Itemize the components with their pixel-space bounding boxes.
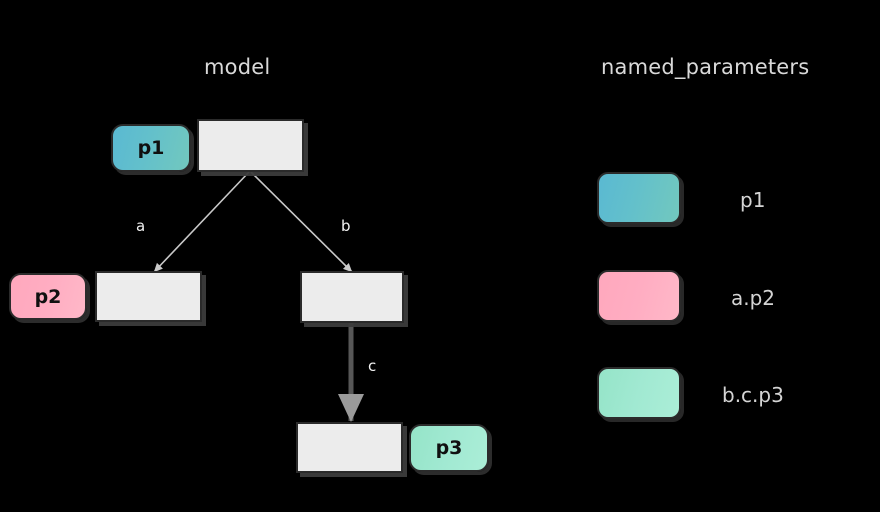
legend-swatch-b-c-p3[interactable]	[597, 367, 681, 419]
module-box-leaf[interactable]	[296, 422, 403, 473]
badge-p3[interactable]: p3	[409, 424, 489, 472]
legend-label-a-p2: a.p2	[731, 286, 776, 310]
module-box-root[interactable]	[197, 119, 304, 172]
edge-label-b: b	[341, 217, 351, 235]
edge-root-to-right	[250, 171, 353, 273]
edge-root-to-left	[153, 171, 250, 273]
legend-swatch-p1[interactable]	[597, 172, 681, 224]
badge-p2[interactable]: p2	[9, 273, 87, 320]
edge-label-a: a	[136, 217, 146, 235]
legend-label-b-c-p3: b.c.p3	[722, 383, 784, 407]
module-box-left[interactable]	[95, 271, 202, 322]
legend-swatch-a-p2[interactable]	[597, 270, 681, 322]
badge-p1[interactable]: p1	[111, 124, 191, 172]
column-title-model: model	[204, 55, 271, 79]
module-box-right[interactable]	[300, 271, 404, 323]
legend-label-p1: p1	[740, 188, 766, 212]
edge-label-c: c	[368, 357, 377, 375]
column-title-named-parameters: named_parameters	[601, 55, 810, 79]
